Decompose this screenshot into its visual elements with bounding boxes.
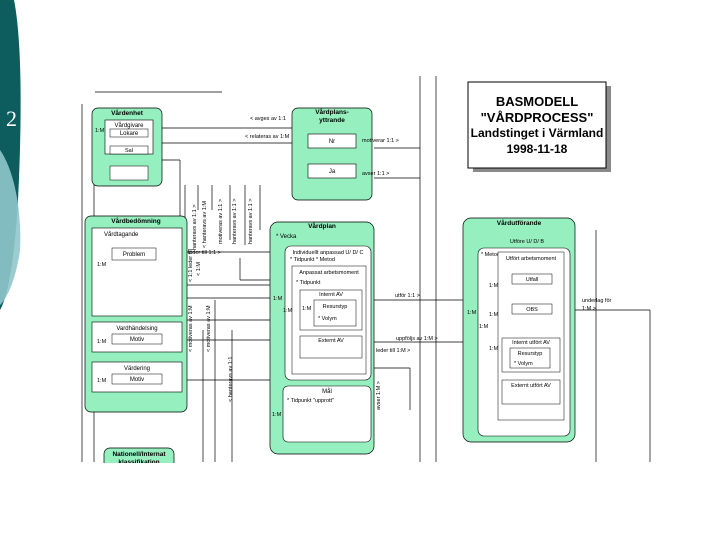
title-line3: Landstinget i Värmland	[471, 126, 604, 140]
rel-leder-till-c: < 1:1 leder till	[188, 249, 194, 282]
vardplan-title: Vårdplan	[308, 222, 336, 230]
vardutforande-utfall: Utfall	[526, 277, 539, 283]
vardplanerande-title-1: Vårdplans-	[315, 108, 349, 116]
vardutforande-internt: Internt utfört AV	[512, 340, 550, 346]
title-line4: 1998-11-18	[507, 142, 568, 156]
vardenhet-inner1: Vårdgivare	[114, 122, 144, 129]
rel-avser: avser 1:1 >	[362, 171, 389, 177]
entity-vardplan: Vårdplan * Vecka Individuellt anpassad U…	[269, 221, 375, 455]
vardutforande-card-e: 1:M	[489, 346, 499, 352]
relation-labels: < avges av 1:1 < relateras av 1:M motive…	[188, 116, 612, 410]
vardutforande-metod: * Metod	[481, 252, 500, 258]
vardutforande-obs: OBS	[526, 307, 538, 313]
vardbedomning-sub: Vårdtagande	[104, 231, 139, 238]
rel-leder-till: leder till 1:1 >	[188, 250, 221, 256]
vardplanerande-field2: Ja	[329, 169, 336, 175]
vardplan-card-d: 1:M	[272, 412, 282, 418]
vardutforande-externt: Externt utfört AV	[511, 383, 551, 389]
rel-leder-till-mal: leder till 1:M >	[376, 348, 410, 354]
slide-decoration	[0, 0, 21, 310]
rel-avges-av: < avges av 1:1	[250, 116, 286, 122]
rel-vert-mal: avser 1:M >	[376, 381, 382, 410]
title-box: BASMODELL "VÅRDPROCESS" Landstinget i Vä…	[467, 81, 611, 172]
vardplan-externt-av: Externt AV	[318, 338, 344, 344]
vardbedomning-problem: Problem	[123, 252, 145, 258]
vardplan-resurstyp: Resurstyp	[323, 304, 348, 310]
vardplan-card-a: 1:M	[273, 296, 283, 302]
rel-uppfoljs-av: uppföljs av 1:M >	[396, 336, 438, 342]
vardbedomning-motiv: Motiv	[130, 337, 144, 343]
entity-vardbedomning: Vårdbedömning Vårdtagande Problem 1:M Va…	[84, 215, 188, 413]
title-line1: BASMODELL	[496, 94, 578, 109]
vardbedomning-card3: 1:M	[97, 378, 107, 384]
vardbedomning-vardhandling: Vardhändelsing	[116, 326, 157, 332]
vardplan-card-b: 1:M	[283, 308, 293, 314]
entity-vardplanerande: Vårdplans- yttrande Nr Ja	[291, 107, 373, 201]
rel-vert8: < hanteravs av 1:1	[228, 357, 234, 402]
vardutforande-resurstyp: Resurstyp	[518, 351, 543, 357]
nationell-line2: klassifikation	[118, 459, 159, 466]
vardenhet-inner2: Lokare	[120, 131, 139, 137]
entity-vardenhet: Vårdenhet Vårdgivare Lokare Sal 1:M	[91, 107, 163, 187]
rel-relateras-av: < relateras av 1:M	[245, 134, 290, 140]
vardplan-attr-vecka: * Vecka	[276, 234, 297, 240]
rel-vert5: hanteravs av 1:1 >	[248, 199, 254, 244]
vardutforande-card-c: 1:M	[489, 312, 499, 318]
vardutforande-card-d: 1:M	[479, 324, 489, 330]
vardplan-card-c: 1:M	[302, 306, 312, 312]
vardenhet-title: Vårdenhet	[111, 109, 144, 117]
rel-vert6: < motiveras av 1:M	[188, 305, 194, 352]
vardutforande-title: Vårdutförande	[497, 219, 542, 227]
nationell-line1: Nationell/Internat	[112, 451, 166, 458]
vardplanerande-title-2: yttrande	[319, 117, 345, 124]
title-line2: "VÅRDPROCESS"	[481, 110, 594, 125]
rel-vert4: hanteravs av 1:1 >	[232, 199, 238, 244]
vardplanerande-field1: Nr	[329, 139, 335, 145]
vardbedomning-title: Vårdbedömning	[111, 217, 161, 225]
rel-utfor: utför 1:1 >	[395, 293, 420, 299]
entity-vardutforande: Vårdutförande Utföre U/ D/ B * Metod Utf…	[462, 217, 576, 443]
vardutforande-utfore: Utföre U/ D/ B	[510, 239, 545, 245]
rel-underlag-for: underlag för	[582, 298, 612, 304]
vardbedomning-card2: 1:M	[97, 339, 107, 345]
slide-number: 2	[6, 106, 17, 131]
vardbedomning-varderang: Värdering	[124, 366, 150, 372]
rel-vert1: hanteravs av 1:1 >	[192, 205, 198, 250]
rel-vert9: < 1:M	[196, 262, 202, 276]
rel-vert3: motiveras av 1:1 >	[218, 199, 224, 244]
rel-motiverar: motiverar 1:1 >	[362, 138, 399, 144]
vardplan-tidpunkt-upprott: * Tidpunkt "upprott"	[287, 398, 334, 404]
vardbedomning-motiv2: Motiv	[130, 377, 144, 383]
vardutforande-utfort: Utfört arbetsmoment	[506, 256, 557, 262]
vardplan-tidpunkt2: * Tidpunkt	[296, 280, 321, 286]
rel-vert7: < motiveras av 1:M	[206, 305, 212, 352]
vardutforande-volym: * Volym	[514, 361, 533, 367]
rel-underlag-card: 1:M >	[582, 306, 596, 312]
vardbedomning-card1: 1:M	[97, 262, 107, 268]
vardenhet-inner3: Sal	[125, 148, 133, 154]
vardenhet-card: 1:M	[95, 128, 105, 134]
vardutforande-card-b: 1:M	[467, 310, 477, 316]
vardplan-individuellt: Individuellt anpassad U/ D/ C	[293, 250, 364, 256]
vardutforande-card-a: 1:M	[489, 283, 499, 289]
vardplan-tidpunkt: * Tidpunkt * Metod	[290, 257, 335, 263]
vardplan-volym: * Volym	[318, 316, 337, 322]
vardplan-internt-av: Internt AV	[319, 292, 343, 298]
vardplan-anpassat: Anpassat arbetsmoment	[299, 270, 359, 276]
vardplan-mal: Mål	[322, 388, 332, 395]
rel-vert2: < hanteravs av 1:M	[202, 201, 208, 248]
